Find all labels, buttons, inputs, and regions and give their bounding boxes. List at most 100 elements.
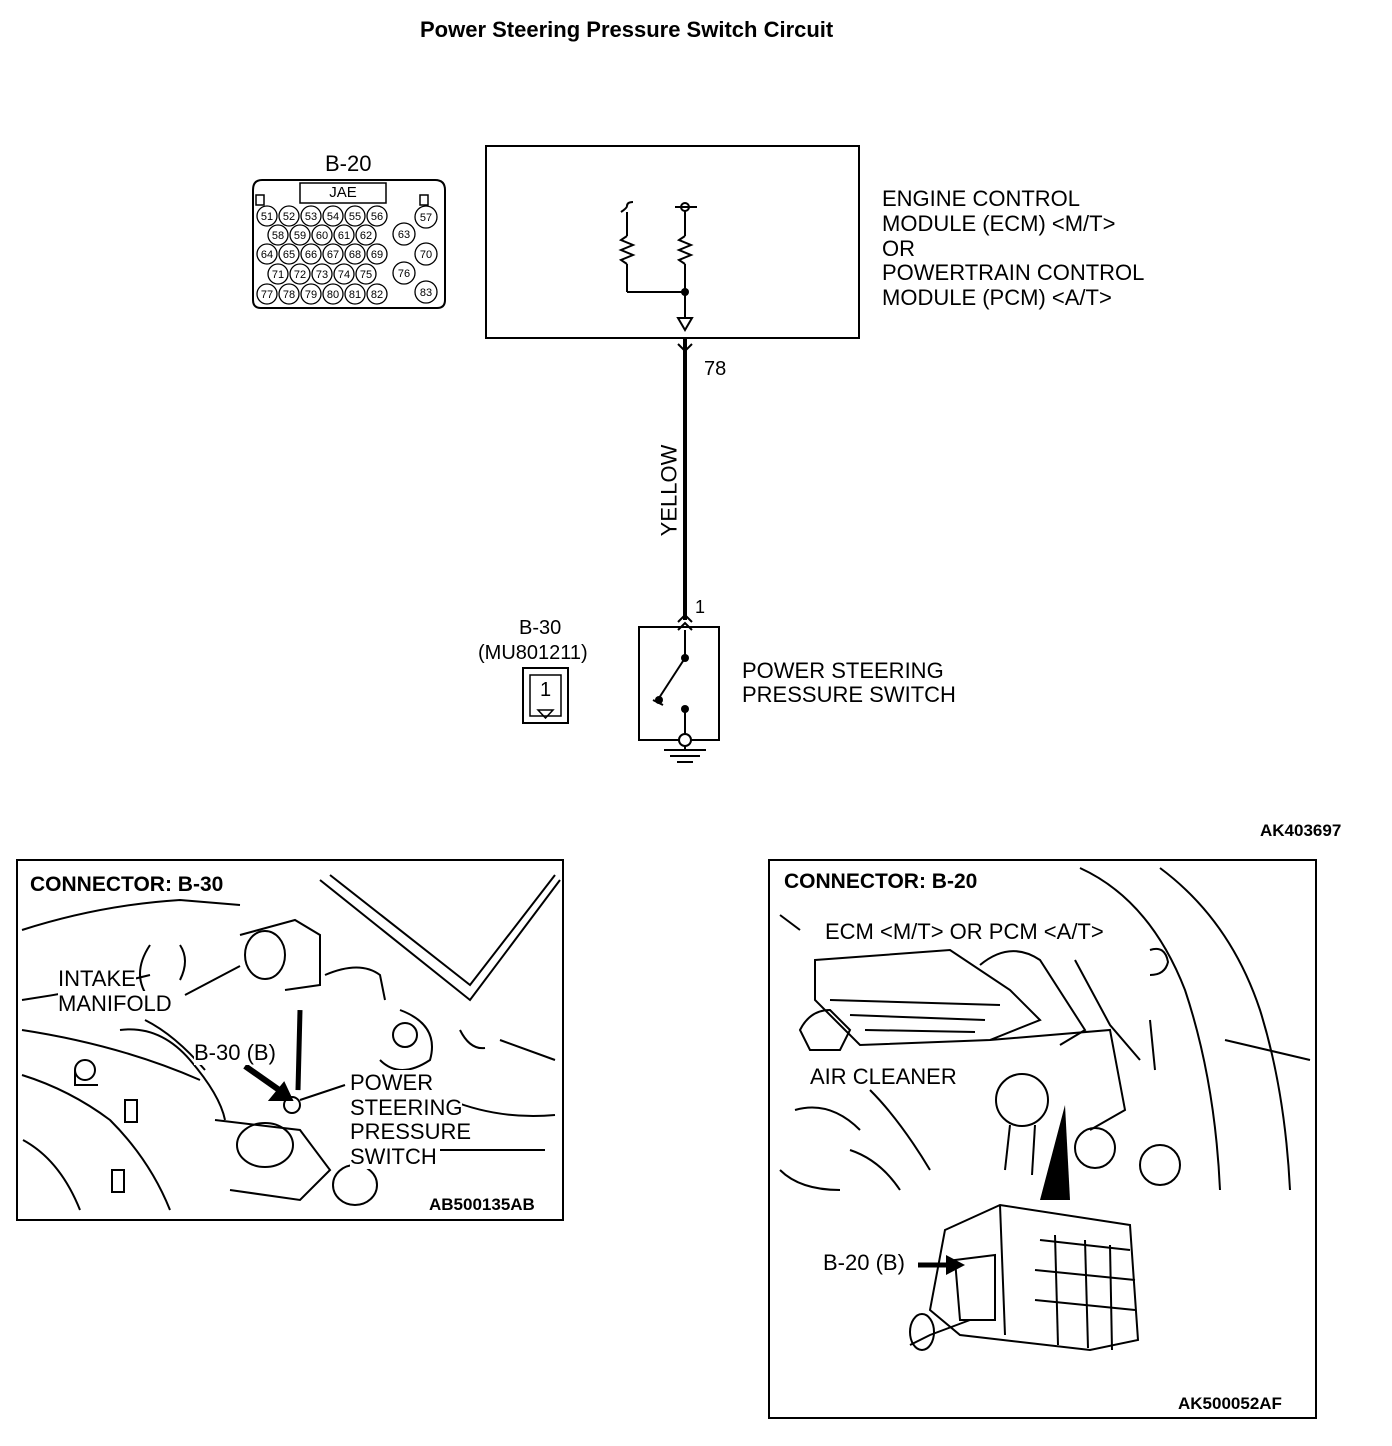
ecm-box — [485, 145, 860, 339]
b20-pin — [366, 243, 388, 265]
b20-pin — [414, 205, 438, 229]
b20-pin — [333, 263, 355, 285]
b20-pin — [300, 243, 322, 265]
diagram-code: AK403697 — [1260, 821, 1342, 840]
b20-pin — [366, 283, 388, 305]
engine-bay-illustration-right — [779, 867, 1311, 1352]
b20-pin — [300, 283, 322, 305]
switch-label-1: POWER STEERING — [742, 658, 944, 683]
wire-pin-top: 78 — [704, 358, 727, 380]
b20-pin — [392, 261, 416, 285]
b20-pin — [344, 283, 366, 305]
b20-pin-number: 80 — [327, 289, 339, 301]
b20-pin-number: 59 — [294, 230, 306, 242]
callout-switch-4: SWITCH — [350, 1144, 437, 1169]
b20-pin — [289, 263, 311, 285]
b20-pin-number: 63 — [398, 229, 410, 241]
b20-pin — [344, 205, 366, 227]
b20-pin — [344, 243, 366, 265]
callout-intake-2: MANIFOLD — [58, 991, 172, 1016]
callout-intake-1: INTAKE — [58, 966, 136, 991]
switch-box — [638, 626, 720, 741]
panel-left-title: CONNECTOR: B-30 — [30, 873, 228, 897]
b20-pin — [256, 243, 278, 265]
page-title: Power Steering Pressure Switch Circuit — [420, 17, 834, 42]
wire-pin-bottom: 1 — [695, 597, 706, 617]
b20-pin-number: 62 — [360, 230, 372, 242]
b20-pin-number: 69 — [371, 249, 383, 261]
b20-pin-number: 67 — [327, 249, 339, 261]
b20-pin-number: 57 — [420, 212, 432, 224]
b20-pin-number: 58 — [272, 230, 284, 242]
b20-pin-number: 74 — [338, 269, 350, 281]
b20-pin — [311, 263, 333, 285]
b20-pin — [300, 205, 322, 227]
b20-pin-number: 77 — [261, 289, 273, 301]
panel-left-frame — [16, 859, 564, 1221]
b20-pin-number: 73 — [316, 269, 328, 281]
ecm-label-1: ENGINE CONTROL — [882, 186, 1081, 211]
callout-switch-2: STEERING — [350, 1095, 463, 1120]
b20-pin-number: 54 — [327, 211, 339, 223]
b20-pin-number: 72 — [294, 269, 306, 281]
callout-ecm: ECM <M/T> OR PCM <A/T> — [825, 919, 1104, 944]
panel-right-arrows — [918, 1105, 1070, 1275]
b20-pin — [311, 224, 333, 246]
b20-pin — [322, 243, 344, 265]
switch-label-2: PRESSURE SWITCH — [742, 682, 956, 707]
b20-pin — [289, 224, 311, 246]
engine-bay-illustration-left — [21, 874, 561, 1211]
panel-left-code: AB500135AB — [429, 1195, 535, 1215]
b20-pin — [267, 263, 289, 285]
callout-switch-3: PRESSURE — [350, 1119, 472, 1144]
b20-pin-number: 71 — [272, 269, 284, 281]
b20-pin — [333, 224, 355, 246]
ecm-label-2: MODULE (ECM) <M/T> — [882, 211, 1116, 236]
b30-pin-number: 1 — [539, 679, 552, 701]
b20-pin-number: 64 — [261, 249, 273, 261]
b20-pin — [256, 283, 278, 305]
ecm-label-3: OR — [882, 236, 915, 261]
b20-pin — [278, 243, 300, 265]
panel-right-frame — [768, 859, 1317, 1419]
b20-pin-number: 81 — [349, 289, 361, 301]
callout-air-cleaner: AIR CLEANER — [810, 1064, 957, 1089]
b20-pin-number: 65 — [283, 249, 295, 261]
b20-pin-number: 83 — [420, 287, 432, 299]
b20-connector-face — [252, 179, 446, 309]
b30-label: B-30 — [519, 617, 562, 639]
ecm-label-4: POWERTRAIN CONTROL — [882, 260, 1145, 285]
b20-pin — [322, 205, 344, 227]
b20-maker: JAE — [329, 184, 357, 201]
switch-symbol — [652, 630, 706, 763]
callout-b30: B-30 (B) — [194, 1040, 276, 1065]
callout-b20: B-20 (B) — [823, 1250, 905, 1275]
b20-pin-number: 78 — [283, 289, 295, 301]
b20-pin-number: 70 — [420, 249, 432, 261]
b20-pin-number: 66 — [305, 249, 317, 261]
b20-pin — [322, 283, 344, 305]
ecm-internal-circuit — [618, 201, 697, 332]
b20-pin — [366, 205, 388, 227]
wire-color-label: YELLOW — [656, 444, 682, 537]
b20-pin-number: 68 — [349, 249, 361, 261]
junction-dot — [681, 288, 689, 296]
b20-pin-number: 75 — [360, 269, 372, 281]
b20-pin — [278, 205, 300, 227]
b20-pin-number: 60 — [316, 230, 328, 242]
ecm-label-5: MODULE (PCM) <A/T> — [882, 285, 1112, 310]
b20-label: B-20 — [325, 151, 372, 176]
b20-pin-number: 56 — [371, 211, 383, 223]
panel-left-arrows — [184, 965, 346, 1101]
b20-pin-number: 55 — [349, 211, 361, 223]
b20-pin — [355, 224, 377, 246]
b20-pin — [267, 224, 289, 246]
b20-pin-number: 51 — [261, 211, 273, 223]
callout-switch-1: POWER — [350, 1070, 434, 1095]
b20-pin — [256, 205, 278, 227]
b20-pin — [414, 280, 438, 304]
panel-right-code: AK500052AF — [1178, 1394, 1282, 1414]
b20-pin — [392, 222, 416, 246]
